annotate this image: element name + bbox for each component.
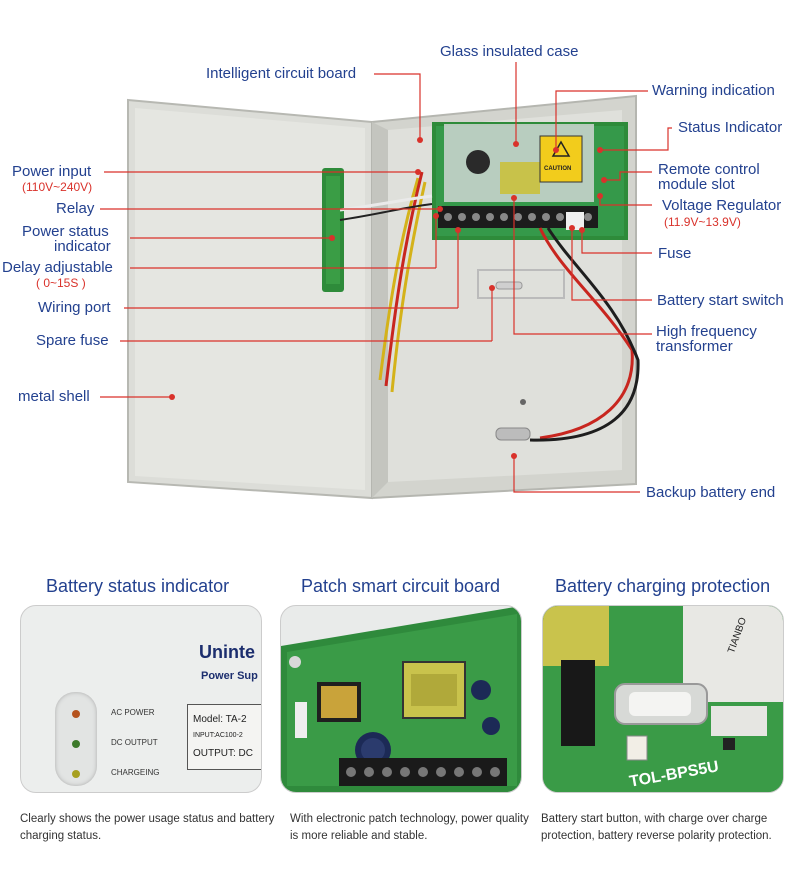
label-metal-shell: metal shell [18, 388, 90, 405]
label-power-input: Power input [12, 163, 92, 180]
diagram-graphic [100, 62, 672, 500]
label-power-input-range: (110V~240V) [22, 180, 93, 194]
label-remote-control-1: Remote control [658, 161, 760, 178]
label-power-status-1: Power status [22, 223, 109, 240]
label-intelligent-circuit-board: Intelligent circuit board [206, 65, 357, 82]
label-power-status-2: indicator [54, 238, 111, 255]
label-glass-insulated-case: Glass insulated case [440, 43, 579, 60]
feature-title-charging-protection: Battery charging protection [555, 576, 771, 596]
led-dc-output [72, 740, 80, 748]
feature-caption-charging-protection: Battery start button, with charge over c… [541, 813, 772, 842]
label-spare-fuse: Spare fuse [36, 332, 109, 349]
label-status-indicator: Status Indicator [678, 119, 783, 136]
label-voltage-regulator: Voltage Regulator [662, 197, 782, 214]
patch-board-graphic [281, 606, 521, 792]
label-battery-start-switch: Battery start switch [657, 292, 784, 309]
spec-label [187, 704, 261, 770]
led-ac-power [72, 710, 80, 718]
feature-title-battery-status: Battery status indicator [46, 576, 230, 596]
label-warning-indication: Warning indication [652, 82, 775, 99]
label-relay: Relay [56, 200, 95, 217]
power-supply-diagram: CAUTION Power input (110V~240V) Relay Po… [2, 43, 784, 501]
brand-subtext: Power Sup [201, 670, 258, 682]
label-remote-control-2: module slot [658, 176, 735, 193]
label-hf-transformer-2: transformer [656, 338, 733, 355]
label-wiring-port: Wiring port [38, 299, 111, 316]
label-fuse: Fuse [658, 245, 692, 262]
brand-text: Uninte [199, 642, 255, 662]
feature-caption-battery-status: Clearly shows the power usage status and… [20, 813, 275, 842]
feature-caption-patch-board: With electronic patch technology, power … [290, 813, 529, 842]
spec-model: Model: TA-2 [193, 714, 247, 725]
led-charging [72, 770, 80, 778]
label-delay-adjustable: Delay adjustable [2, 259, 113, 276]
spec-input: INPUT:AC100-2 [193, 732, 243, 739]
led-label-ac-power: AC POWER [111, 708, 155, 717]
feature-panels: Battery status indicator Uninte Power Su… [0, 560, 800, 860]
feature-image-charging-protection: TIANBO TOL-BPS5U [542, 605, 784, 793]
label-delay-range: ( 0~15S ) [36, 276, 86, 290]
feature-image-battery-status: Uninte Power Sup AC POWER DC OUTPUT CHAR… [20, 605, 262, 793]
spec-output: OUTPUT: DC [193, 748, 253, 759]
led-label-charging: CHARGEING [111, 768, 160, 777]
label-voltage-range: (11.9V~13.9V) [664, 215, 741, 229]
feature-image-patch-board [280, 605, 522, 793]
feature-title-patch-board: Patch smart circuit board [301, 576, 501, 596]
label-backup-battery-end: Backup battery end [646, 484, 776, 501]
charging-board-graphic [543, 606, 783, 792]
caution-label: CAUTION [544, 166, 572, 172]
label-hf-transformer-1: High frequency [656, 323, 757, 340]
led-label-dc-output: DC OUTPUT [111, 738, 158, 747]
